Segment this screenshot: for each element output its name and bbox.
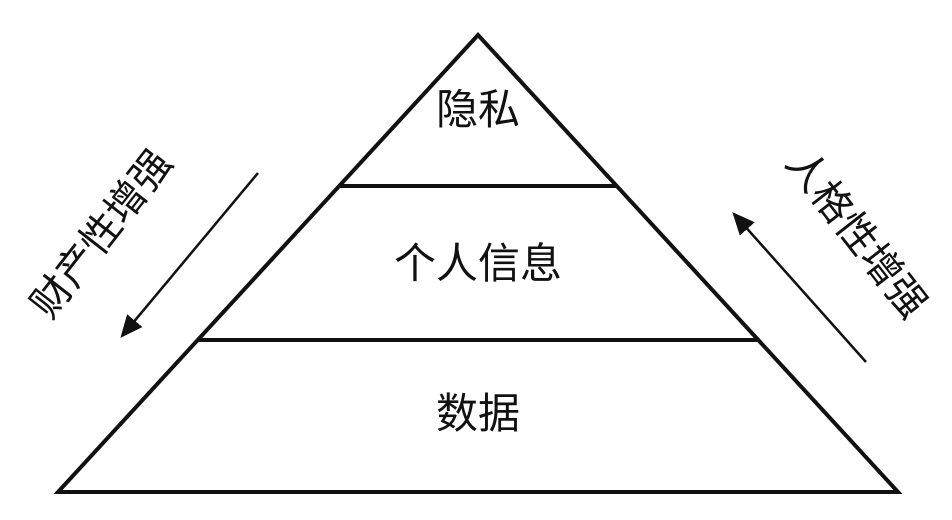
level-privacy: 隐私: [436, 85, 520, 134]
left-arrow-icon: [120, 172, 259, 338]
left-arrow-label: 财产性增强: [22, 141, 181, 327]
level-data: 数据: [436, 389, 520, 438]
right-arrow-icon: [732, 212, 867, 363]
pyramid-outline: [53, 32, 903, 494]
level-personal-information: 个人信息: [394, 239, 562, 288]
right-arrow-label: 人格性增强: [777, 141, 936, 327]
